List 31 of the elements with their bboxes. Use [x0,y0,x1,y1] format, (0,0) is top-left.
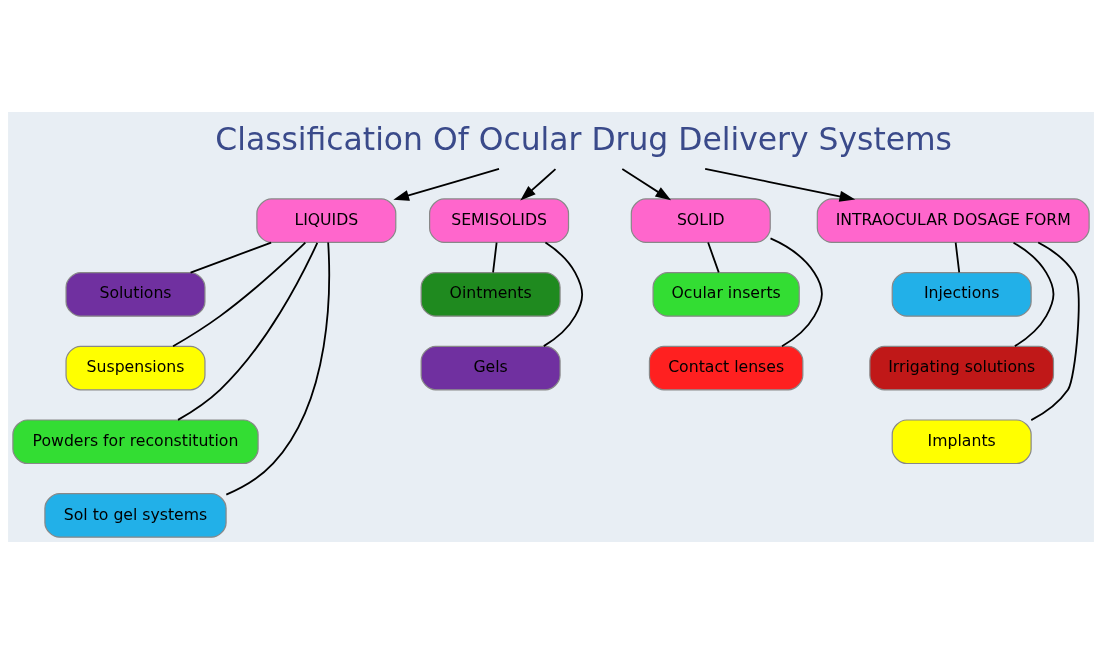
node-box: Irrigating solutions [869,345,1055,391]
connector [172,241,307,348]
node-box: Injections [891,272,1032,317]
node-box: Powders for reconstitution [12,419,259,465]
node-box: INTRAOCULAR DOSAGE FORM [816,198,1090,244]
node-box: Solutions [65,272,206,317]
arrow [621,168,672,201]
arrow [520,168,557,201]
connector [954,241,961,274]
connector [707,241,720,274]
node-box: SOLID [630,198,771,244]
connector [769,237,823,348]
connector [542,241,584,348]
arrow [704,167,856,202]
node-box: Implants [891,419,1032,465]
node-box: LIQUIDS [256,198,397,244]
connector [177,241,319,421]
node-box: Contact lenses [648,345,804,391]
connector [1030,241,1080,421]
connector [1012,241,1055,348]
connector [492,241,498,274]
connector [189,241,273,274]
node-box: SEMISOLIDS [429,198,570,244]
node-box: Ointments [420,272,561,317]
arrow [393,167,500,201]
connector [225,241,331,496]
node-box: Gels [420,345,561,391]
node-text: Classification Of Ocular Drug Delivery Systems [215,121,952,158]
node-box: Sol to gel systems [44,493,227,538]
node-box: Suspensions [65,345,206,391]
node-box: Ocular inserts [652,272,800,317]
